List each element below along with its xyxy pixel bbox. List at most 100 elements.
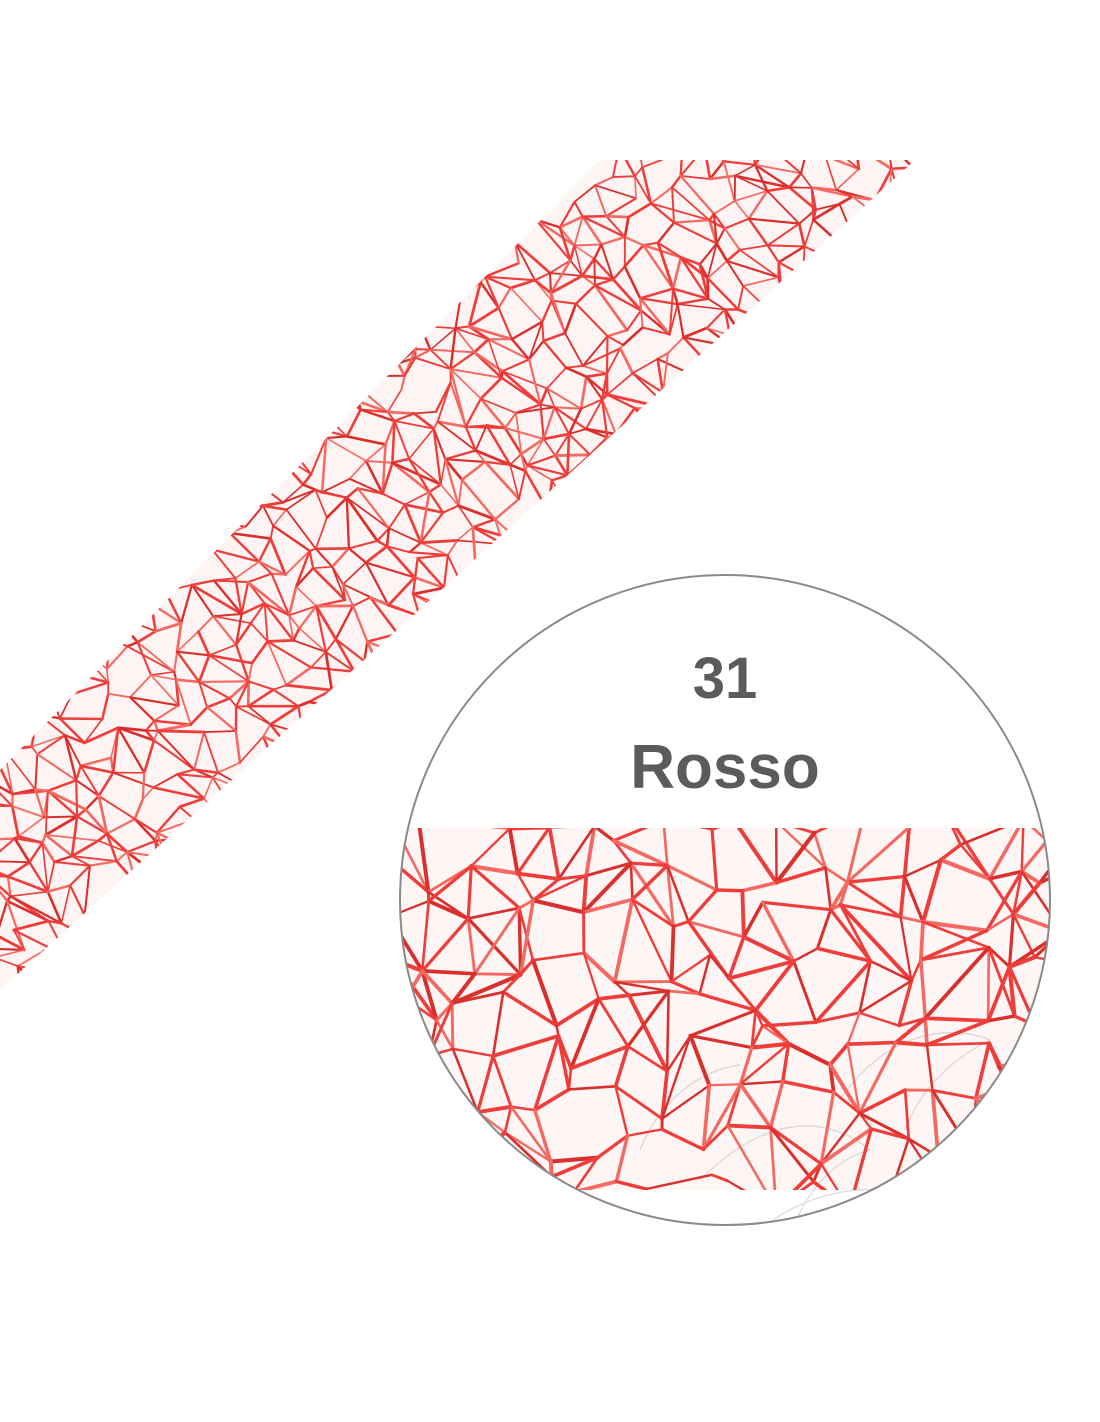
ribbon-thread — [198, 680, 231, 700]
ribbon-thread — [545, 387, 583, 410]
ribbon-thread — [446, 539, 459, 557]
ribbon-thread — [564, 332, 584, 367]
ribbon-thread — [464, 397, 483, 428]
ribbon-thread — [272, 524, 311, 552]
closeup-thread — [613, 980, 670, 993]
ribbon-thread — [47, 919, 63, 925]
ribbon-thread — [386, 410, 416, 415]
closeup-thread — [1012, 870, 1024, 916]
ribbon-thread — [703, 160, 712, 181]
ribbon-thread — [553, 406, 570, 435]
ribbon-thread — [69, 864, 92, 887]
ribbon-thread — [391, 457, 411, 465]
ribbon-thread — [197, 653, 211, 684]
ribbon-thread — [886, 160, 893, 170]
ribbon-thread — [400, 374, 406, 391]
ribbon-thread — [0, 873, 10, 878]
ribbon-thread — [432, 427, 442, 486]
ribbon-thread — [604, 214, 630, 219]
closeup-thread — [517, 906, 523, 977]
ribbon-thread — [766, 244, 806, 248]
ribbon-thread — [712, 212, 726, 230]
ribbon-thread — [385, 545, 411, 554]
ribbon-thread — [474, 449, 512, 467]
ribbon-thread — [542, 432, 571, 441]
ribbon-thread — [30, 734, 66, 748]
closeup-thread — [701, 1124, 730, 1151]
closeup-thread — [473, 972, 523, 977]
ribbon-thread — [175, 621, 183, 654]
closeup-thread — [858, 959, 872, 1015]
closeup-thread — [665, 864, 675, 928]
closeup-thread — [400, 914, 425, 973]
ribbon-thread — [708, 160, 725, 181]
ribbon-thread — [526, 464, 553, 482]
ribbon-thread — [708, 218, 726, 230]
ribbon-thread — [474, 424, 488, 452]
ribbon-thread — [351, 604, 369, 643]
ribbon-thread — [568, 433, 592, 456]
closeup-thread — [531, 951, 586, 962]
ribbon-thread — [284, 666, 313, 687]
ribbon-thread — [262, 723, 272, 738]
ribbon-thread — [414, 348, 432, 351]
ribbon-thread — [637, 160, 644, 169]
ribbon-thread — [580, 398, 604, 410]
closeup-thread — [420, 969, 477, 976]
closeup-thread — [491, 990, 505, 1058]
ribbon-thread — [325, 437, 367, 462]
closeup-thread — [815, 946, 873, 963]
closeup-thread — [671, 920, 691, 928]
ribbon-thread — [386, 388, 403, 413]
ribbon-thread — [234, 577, 243, 616]
closeup-thread — [584, 861, 633, 878]
ribbon-thread — [41, 841, 56, 864]
closeup-thread — [660, 1069, 669, 1121]
ribbon-thread — [203, 731, 220, 774]
ribbon-thread — [706, 242, 718, 280]
closeup-thread — [710, 1173, 729, 1183]
ribbon-thread — [549, 259, 572, 295]
ribbon-thread — [272, 508, 288, 527]
ribbon-thread — [75, 815, 109, 835]
ribbon-thread — [483, 460, 512, 466]
ribbon-thread — [534, 218, 576, 247]
ribbon-thread — [485, 424, 512, 466]
closeup-thread — [698, 953, 712, 996]
ribbon-thread — [705, 308, 726, 329]
ribbon-thread — [725, 248, 742, 263]
ribbon-thread — [212, 615, 238, 646]
closeup-thread — [923, 1016, 990, 1023]
closeup-thread — [501, 958, 535, 994]
ribbon-thread — [359, 408, 396, 423]
ribbon-thread — [294, 549, 311, 588]
closeup-thread — [828, 1042, 850, 1067]
ribbon-thread — [569, 244, 576, 262]
ribbon-thread — [53, 854, 74, 864]
ribbon-thread — [116, 726, 156, 742]
ribbon-thread — [411, 556, 419, 596]
ribbon-thread — [698, 242, 718, 266]
ribbon-thread — [676, 297, 710, 306]
ribbon-thread — [600, 235, 627, 246]
ribbon-thread — [347, 539, 379, 550]
ribbon-thread — [356, 487, 384, 495]
ribbon-thread — [668, 287, 675, 336]
ribbon-thread — [288, 605, 318, 617]
ribbon-thread — [549, 259, 572, 274]
ribbon-thread — [533, 271, 552, 282]
ribbon-thread — [493, 497, 521, 521]
ribbon-thread — [464, 425, 477, 452]
ribbon-thread — [142, 739, 156, 775]
closeup-thread — [688, 1033, 712, 1088]
ribbon-thread — [766, 244, 780, 264]
ribbon-thread — [205, 697, 232, 709]
closeup-thread — [1007, 955, 1037, 969]
closeup-thread — [597, 997, 630, 1048]
ribbon-thread — [393, 420, 411, 460]
closeup-thread — [903, 858, 942, 878]
closeup-thread — [466, 864, 473, 921]
closeup-thread — [1012, 912, 1037, 959]
ribbon-thread — [766, 190, 801, 225]
ribbon-thread — [483, 275, 512, 290]
